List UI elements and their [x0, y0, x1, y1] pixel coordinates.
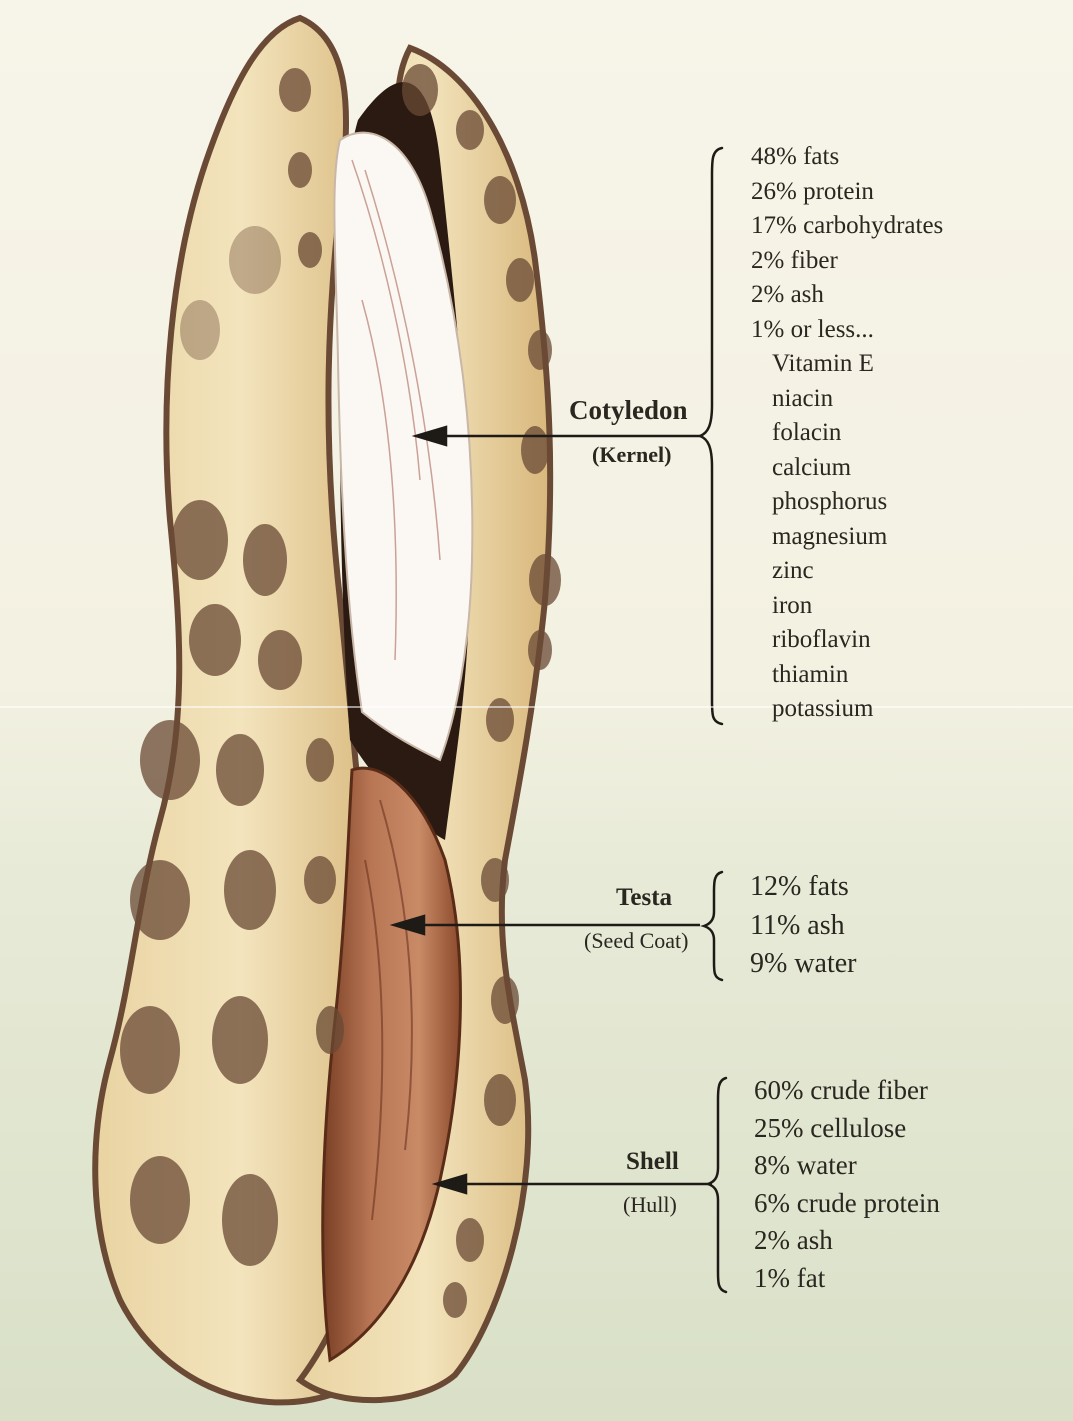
list-item: 8% water	[754, 1147, 940, 1185]
kernel-composition-list: 48% fats 26% protein 17% carbohydrates 2…	[751, 140, 943, 727]
list-item: Vitamin E	[751, 347, 943, 382]
testa-composition-list: 12% fats 11% ash 9% water	[750, 868, 857, 984]
list-item: 25% cellulose	[754, 1110, 940, 1148]
list-item: 26% protein	[751, 175, 943, 210]
shell-label: Shell	[626, 1148, 679, 1176]
list-item: 6% crude protein	[754, 1185, 940, 1223]
kernel-brace	[700, 148, 722, 724]
list-item: magnesium	[751, 520, 943, 555]
list-item: zinc	[751, 554, 943, 589]
list-item: 9% water	[750, 945, 857, 984]
list-item: folacin	[751, 416, 943, 451]
list-item: iron	[751, 589, 943, 624]
list-item: 11% ash	[750, 907, 857, 946]
list-item: 1% or less...	[751, 313, 943, 348]
braces	[700, 148, 726, 1292]
list-item: 17% carbohydrates	[751, 209, 943, 244]
list-item: 2% ash	[751, 278, 943, 313]
cotyledon-label: Cotyledon	[569, 395, 688, 426]
list-item: riboflavin	[751, 623, 943, 658]
cotyledon-alt-label: (Kernel)	[592, 442, 671, 468]
list-item: potassium	[751, 692, 943, 727]
testa-brace	[704, 872, 722, 980]
list-item: calcium	[751, 451, 943, 486]
list-item: 2% fiber	[751, 244, 943, 279]
list-item: thiamin	[751, 658, 943, 693]
list-item: phosphorus	[751, 485, 943, 520]
list-item: 12% fats	[750, 868, 857, 907]
shell-alt-label: (Hull)	[623, 1192, 677, 1218]
shell-composition-list: 60% crude fiber 25% cellulose 8% water 6…	[754, 1072, 940, 1298]
testa-label: Testa	[616, 884, 672, 912]
testa-alt-label: (Seed Coat)	[584, 928, 688, 954]
list-item: 2% ash	[754, 1222, 940, 1260]
list-item: niacin	[751, 382, 943, 417]
shell-brace	[708, 1078, 726, 1292]
list-item: 1% fat	[754, 1260, 940, 1298]
list-item: 48% fats	[751, 140, 943, 175]
list-item: 60% crude fiber	[754, 1072, 940, 1110]
